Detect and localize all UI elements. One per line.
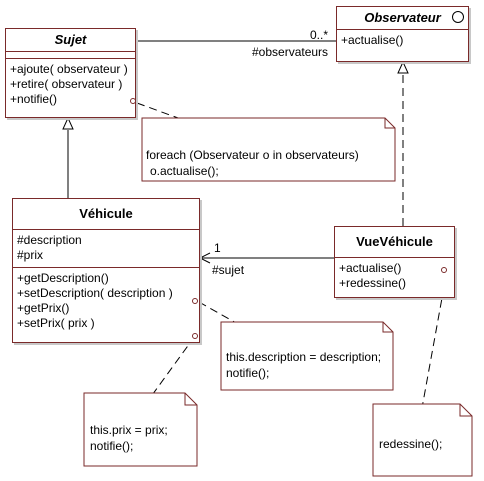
class-sujet-name: Sujet	[54, 32, 87, 47]
note-setdescription-line-2: notifie();	[226, 366, 270, 380]
multiplicity-sujet: 1	[214, 241, 221, 255]
class-sujet-operations: +ajoute( observateur ) +retire( observat…	[6, 59, 135, 111]
operation-getprix: +getPrix()	[17, 301, 70, 315]
note-setdescription-line-1: this.description = description;	[226, 350, 382, 364]
note-shape-redessine	[372, 403, 473, 477]
operation-notifie: +notifie()	[10, 92, 58, 106]
note-shape-setprix	[83, 392, 198, 467]
operation-ajoute: +ajoute( observateur )	[10, 62, 128, 76]
class-observateur-name: Observateur	[364, 10, 441, 25]
note-setprix-line-1: this.prix = prix;	[90, 423, 168, 437]
note-setprix: this.prix = prix; notifie();	[90, 422, 168, 454]
class-vuevehicule-title: VueVéhicule	[335, 227, 454, 258]
operation-getdescription: +getDescription()	[17, 271, 109, 285]
operation-retire: +retire( observateur )	[10, 77, 123, 91]
note-setprix-line-2: notifie();	[90, 439, 134, 453]
note-anchor-redessine	[421, 286, 445, 409]
note-setdescription: this.description = description; notifie(…	[226, 349, 381, 381]
class-observateur-operations: +actualise()	[337, 30, 468, 52]
generalization-arrowhead-sujet	[62, 116, 74, 130]
operation-actualise: +actualise()	[341, 33, 404, 47]
role-observateurs: #observateurs	[252, 45, 329, 59]
note-notifie-line-1: foreach (Observateur o in observateurs)	[146, 148, 359, 162]
class-sujet-attributes	[6, 52, 135, 59]
note-shape-setdescription	[220, 321, 394, 391]
class-vehicule-name: Véhicule	[79, 206, 133, 221]
class-sujet[interactable]: Sujet +ajoute( observateur ) +retire( ob…	[5, 28, 136, 118]
operation-setprix: +setPrix( prix )	[17, 316, 95, 330]
note-notifie: foreach (Observateur o in observateurs) …	[146, 147, 359, 179]
class-observateur-title: Observateur	[337, 7, 468, 30]
note-notifie-line-2: o.actualise();	[150, 164, 219, 178]
operation-redessine: +redessine()	[339, 276, 407, 290]
class-vehicule-attributes: #description #prix	[13, 230, 199, 268]
note-anchor-dot-setprix	[192, 333, 198, 339]
note-shape-notifie	[141, 117, 396, 182]
note-anchor-dot-notifie	[130, 98, 136, 104]
class-observateur[interactable]: Observateur +actualise()	[336, 6, 469, 62]
operation-setdescription: +setDescription( description )	[17, 286, 173, 300]
realization-arrowhead-observateur	[397, 60, 409, 74]
operation-vue-actualise: +actualise()	[339, 261, 402, 275]
class-vuevehicule-operations: +actualise() +redessine()	[335, 258, 454, 295]
note-redessine: redessine();	[379, 436, 442, 452]
attribute-prix: #prix	[17, 248, 44, 262]
class-vehicule[interactable]: Véhicule #description #prix +getDescript…	[12, 198, 200, 343]
role-sujet: #sujet	[212, 263, 245, 277]
multiplicity-observateurs: 0..*	[310, 28, 329, 42]
note-anchor-setprix	[149, 335, 196, 399]
class-vuevehicule-name: VueVéhicule	[356, 234, 433, 249]
note-anchor-dot-setdescription	[192, 298, 198, 304]
class-vuevehicule[interactable]: VueVéhicule +actualise() +redessine()	[334, 226, 455, 298]
class-vehicule-operations: +getDescription() +setDescription( descr…	[13, 268, 199, 335]
interface-circle-icon	[452, 11, 464, 23]
class-sujet-title: Sujet	[6, 29, 135, 52]
attribute-description: #description	[17, 233, 82, 247]
note-redessine-line-1: redessine();	[379, 437, 443, 451]
class-vehicule-title: Véhicule	[13, 199, 199, 230]
association-arrowhead-vehicule	[198, 252, 211, 264]
note-anchor-dot-redessine	[441, 267, 447, 273]
